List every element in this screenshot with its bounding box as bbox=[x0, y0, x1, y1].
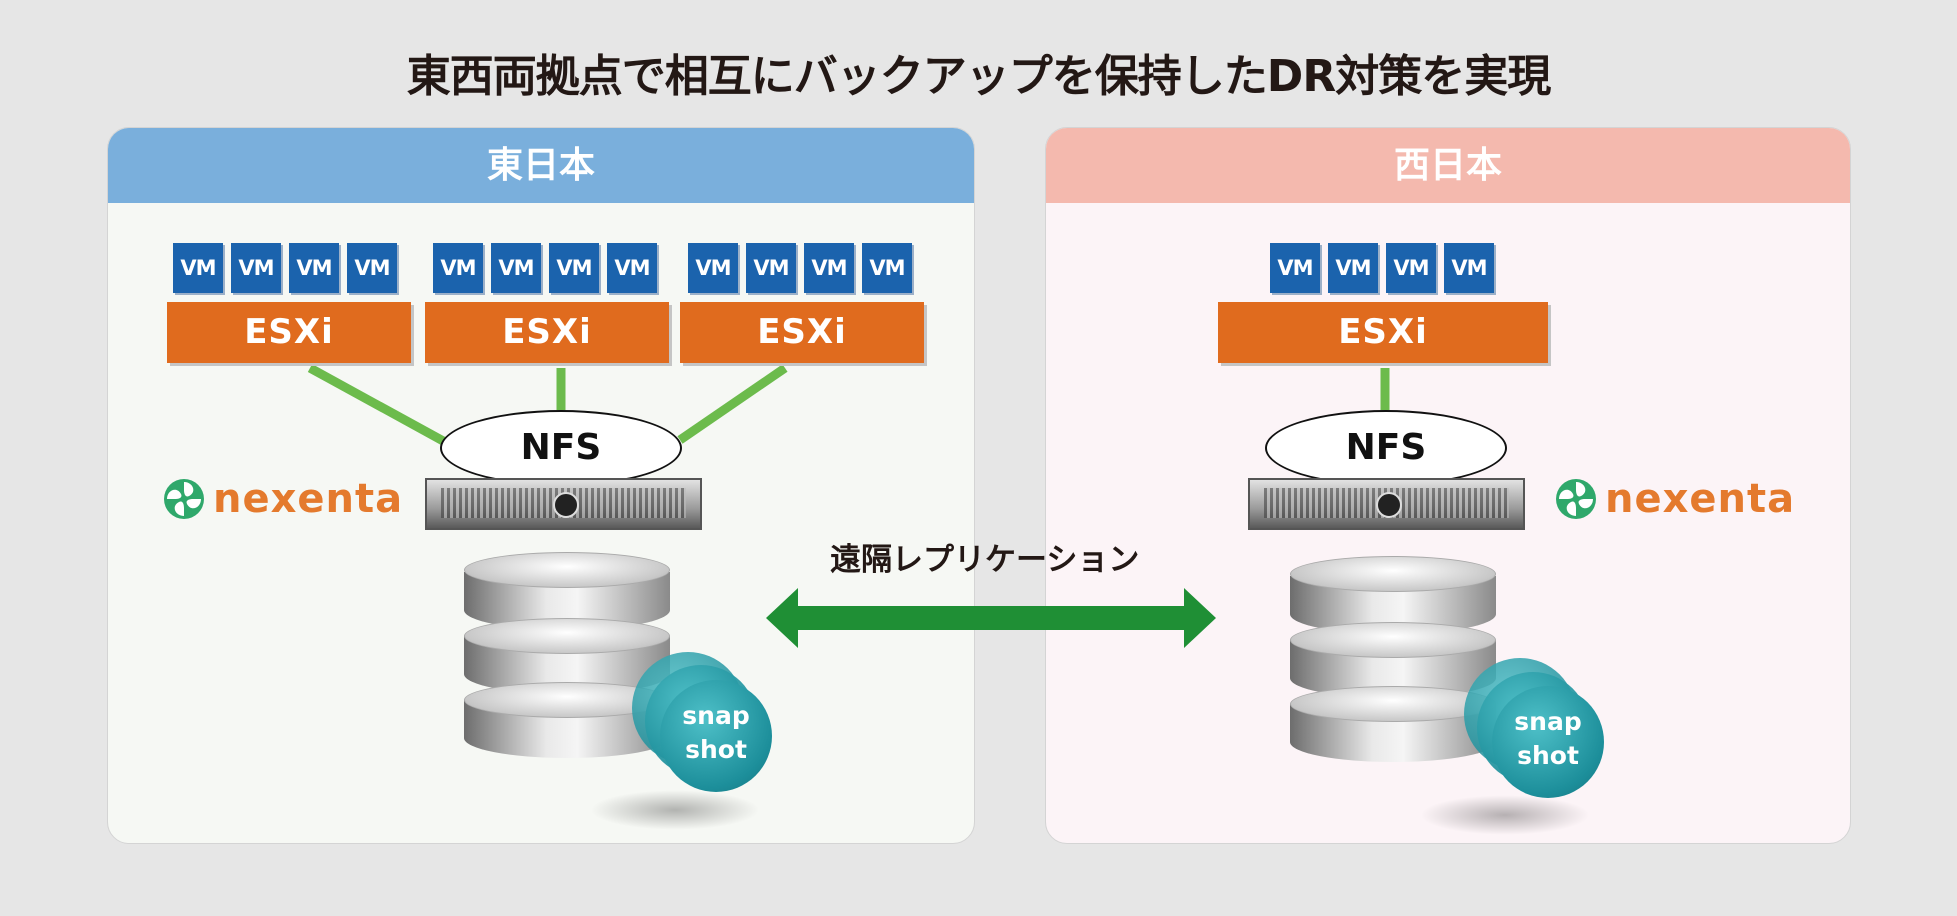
nexenta-wordmark: nexenta bbox=[213, 476, 404, 522]
vm-box: VM bbox=[491, 243, 541, 293]
storage-server bbox=[1248, 478, 1525, 530]
snapshot-disc bbox=[1492, 686, 1604, 798]
vm-box: VM bbox=[1386, 243, 1436, 293]
vm-box: VM bbox=[1444, 243, 1494, 293]
server-logo-badge bbox=[552, 492, 579, 518]
disk-top bbox=[1290, 686, 1496, 722]
disk-top bbox=[464, 618, 670, 654]
vm-box: VM bbox=[1328, 243, 1378, 293]
disk-top bbox=[1290, 622, 1496, 658]
snapshot-label-line1: snap bbox=[682, 701, 750, 730]
vm-box: VM bbox=[347, 243, 397, 293]
vm-box: VM bbox=[433, 243, 483, 293]
snapshot-label-line1: snap bbox=[1514, 707, 1582, 736]
snapshot-label-line2: shot bbox=[685, 735, 747, 764]
vm-box: VM bbox=[688, 243, 738, 293]
snapshot-disc bbox=[660, 680, 772, 792]
esxi-nfs-link-3 bbox=[677, 364, 788, 444]
esxi-nfs-link-1 bbox=[307, 364, 448, 446]
nexenta-mark-icon bbox=[1556, 479, 1596, 519]
nexenta-wordmark: nexenta bbox=[1605, 476, 1796, 522]
diagram-title: 東西両拠点で相互にバックアップを保持したDR対策を実現 bbox=[406, 51, 1551, 102]
nfs-ellipse: NFS bbox=[440, 410, 682, 486]
nexenta-logo: nexenta bbox=[1555, 476, 1795, 522]
esxi-host: ESXi bbox=[680, 302, 924, 363]
west-japan-header: 西日本 bbox=[1046, 128, 1850, 203]
esxi-host: ESXi bbox=[1218, 302, 1548, 363]
drop-shadow bbox=[1420, 795, 1590, 835]
disk-top bbox=[1290, 556, 1496, 592]
storage-server bbox=[425, 478, 702, 530]
replication-label: 遠隔レプリケーション bbox=[830, 542, 1140, 578]
disk-top bbox=[464, 552, 670, 588]
storage-disk-stack bbox=[1290, 556, 1496, 762]
vm-box: VM bbox=[231, 243, 281, 293]
vm-box: VM bbox=[1270, 243, 1320, 293]
nexenta-logo: nexenta bbox=[163, 476, 403, 522]
vm-box: VM bbox=[746, 243, 796, 293]
vm-box: VM bbox=[289, 243, 339, 293]
vm-box: VM bbox=[862, 243, 912, 293]
nexenta-mark-icon bbox=[164, 479, 204, 519]
vm-box: VM bbox=[607, 243, 657, 293]
drop-shadow bbox=[590, 790, 760, 830]
nfs-ellipse: NFS bbox=[1265, 410, 1507, 486]
server-logo-badge bbox=[1375, 492, 1402, 518]
vm-box: VM bbox=[549, 243, 599, 293]
vm-box: VM bbox=[804, 243, 854, 293]
replication-arrow bbox=[766, 588, 1216, 648]
esxi-host: ESXi bbox=[167, 302, 411, 363]
vm-box: VM bbox=[173, 243, 223, 293]
snapshot-label-line2: shot bbox=[1517, 741, 1579, 770]
esxi-host: ESXi bbox=[425, 302, 669, 363]
east-japan-header: 東日本 bbox=[108, 128, 974, 203]
